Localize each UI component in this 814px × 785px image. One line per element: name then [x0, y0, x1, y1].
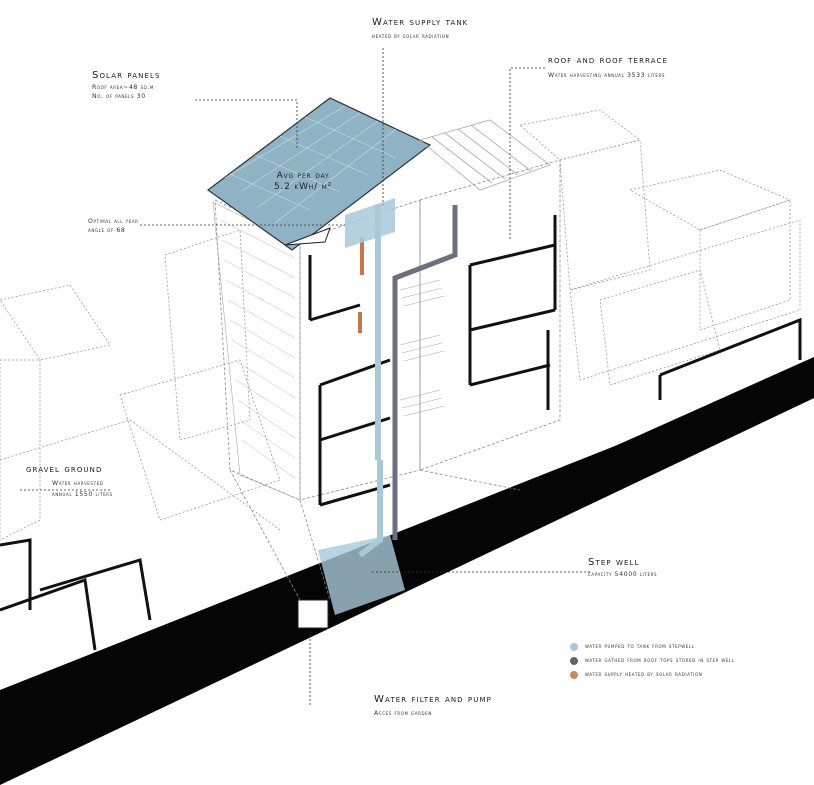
screen-pattern — [219, 219, 296, 479]
neighbour-building-left — [0, 229, 281, 541]
left-walls — [0, 538, 152, 651]
legend-text-orange: water supply heated by solar radiation — [585, 671, 703, 678]
terrace-roof — [419, 119, 551, 191]
right-walls — [658, 317, 802, 400]
ground-slab-right — [405, 357, 814, 590]
stairs — [399, 279, 445, 417]
solar-panels-area: Roof area~48 sq.m — [92, 84, 154, 91]
rain-pipe — [392, 205, 458, 540]
solar-panel-array — [206, 97, 432, 251]
angle-label-2: angle of 68 — [88, 227, 126, 234]
gravel-sub-2: annual 1550 liters — [52, 491, 113, 498]
gravel-sub-1: Water harvested — [52, 480, 104, 487]
leader-lines — [20, 48, 590, 705]
water-tank-subtitle: heated by solar radiation — [372, 33, 450, 40]
water-tank — [345, 198, 395, 248]
angle-label-1: Optimal all year — [88, 218, 139, 225]
filter-pump-box — [297, 599, 329, 629]
legend-swatch-blue — [570, 643, 578, 651]
roof-terrace-subtitle: Water harvesting annual 3533 liters — [548, 72, 666, 79]
solar-panels-count: No. of panels 30 — [92, 93, 146, 100]
step-well — [318, 535, 405, 615]
legend-swatch-orange — [570, 671, 578, 679]
step-well-subtitle: capacity 54000 liters — [588, 571, 658, 578]
legend-swatch-grey — [570, 657, 578, 665]
roof-terrace-title: roof and roof terrace — [548, 55, 668, 66]
legend-text-grey: water gathed from roof tops stored in st… — [585, 657, 735, 664]
filter-pump-subtitle: Acces from garden — [374, 710, 432, 717]
solar-panels-title: Solar panels — [92, 70, 161, 81]
neighbour-building-right — [519, 109, 801, 386]
legend-text-blue: water pumped to tank from stepwell — [585, 643, 695, 650]
gravel-title: gravel ground — [26, 464, 103, 475]
heated-pipes — [358, 238, 364, 333]
solar-avg-label: Avg per day — [276, 171, 330, 181]
water-tank-title: Water supply tank — [372, 17, 469, 28]
filter-pump-title: Water filter and pump — [374, 694, 492, 705]
floor-slabs — [308, 215, 557, 507]
step-well-title: Step well — [588, 557, 640, 568]
solar-avg-value: 5.2 kWh/ m² — [274, 182, 332, 192]
